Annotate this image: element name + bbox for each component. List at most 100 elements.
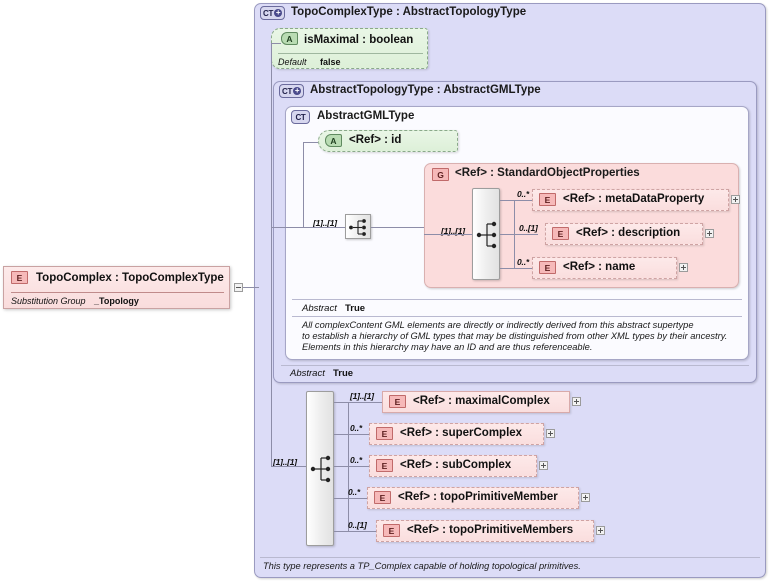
connector [303,142,304,228]
element-box-metadataproperty[interactable]: <Ref> : metaDataProperty [532,189,729,211]
abstracttopologytype-icon: CT + [279,84,304,98]
connector [334,402,382,403]
element-icon: E [376,459,393,472]
expand-button[interactable] [546,429,555,438]
plus-icon: + [293,86,302,95]
element-box-name[interactable]: <Ref> : name [532,257,677,279]
gmltype-documentation-line: to establish a hierarchy of GML types th… [302,331,728,341]
root-element-box-topocomplex[interactable]: TopoComplex : TopoComplexType Substituti… [3,266,230,309]
connector [424,234,472,235]
connector [303,142,318,143]
abstractgmltype-icon-label: CT [295,112,306,122]
gmltype-documentation-line: Elements in this hierarchy may have an I… [302,342,593,352]
root-substitution-group-value: _Topology [94,296,139,306]
connector [334,498,376,499]
complextype-expanded-icon: CT + [260,6,285,20]
attribute-default-key: Default [278,57,307,67]
element-box-topoprimitivemember[interactable]: <Ref> : topoPrimitiveMember [367,487,579,509]
element-icon: E [539,261,556,274]
expand-button[interactable] [679,263,688,272]
element-label: <Ref> : topoPrimitiveMembers [407,524,574,536]
connector [271,466,306,467]
connector [271,43,272,467]
connector [271,227,303,228]
element-icon: E [376,427,393,440]
element-label: <Ref> : metaDataProperty [563,193,705,205]
root-element-label: TopoComplex : TopoComplexType [36,272,224,284]
sequence-icon [349,219,366,236]
collapse-button[interactable] [234,283,243,292]
gmltype-documentation-line: All complexContent GML elements are dire… [302,320,694,330]
element-label: <Ref> : name [563,261,636,273]
connector [500,234,538,235]
element-box-supercomplex[interactable]: <Ref> : superComplex [369,423,544,445]
outer-footer-documentation: This type represents a TP_Complex capabl… [263,561,581,571]
group-icon-label: G [437,169,444,180]
element-icon: E [11,271,28,284]
member-cardinality: 0..* [517,257,529,267]
abstractgmltype-title: AbstractGMLType [317,110,415,122]
connector [371,227,424,228]
sequence-icon [310,455,331,483]
root-substitution-group-key: Substitution Group [11,296,86,306]
divider [292,316,742,317]
expand-button[interactable] [572,397,581,406]
element-icon-label: E [394,396,401,407]
element-icon-label: E [544,262,551,273]
element-icon-label: E [557,228,564,239]
topologytype-abstract-value: True [333,368,354,379]
element-icon: E [383,524,400,537]
sequence-compositor-group[interactable] [472,188,500,280]
group-title: <Ref> : StandardObjectProperties [455,167,640,179]
connector [334,466,378,467]
divider [292,299,742,300]
element-icon-label: E [379,492,386,503]
element-icon-label: E [381,428,388,439]
attribute-default-value: false [320,57,341,67]
sequence-icon [476,221,497,249]
element-box-maximalcomplex[interactable]: <Ref> : maximalComplex [382,391,570,413]
sequence-compositor-topomembers[interactable] [306,391,334,546]
expand-button[interactable] [731,195,740,204]
item-cardinality: 0..* [350,423,362,433]
element-box-description[interactable]: <Ref> : description [545,223,703,245]
element-label: <Ref> : description [576,227,681,239]
attribute-box-id[interactable]: <Ref> : id [318,130,458,152]
attribute-id-label: <Ref> : id [349,134,402,146]
expand-button[interactable] [705,229,714,238]
expand-button[interactable] [596,526,605,535]
element-box-topoprimitivemembers[interactable]: <Ref> : topoPrimitiveMembers [376,520,594,542]
attribute-label: isMaximal : boolean [304,34,414,46]
expand-button[interactable] [581,493,590,502]
gmltype-abstract-value: True [345,303,366,314]
element-icon-label: E [16,272,23,283]
element-icon: E [539,193,556,206]
attribute-icon: A [281,32,298,45]
abstractgmltype-icon: CT [291,110,310,124]
element-label: <Ref> : subComplex [400,459,512,471]
gmltype-abstract-key: Abstract [302,303,337,314]
group-sequence-cardinality: [1]..[1] [441,226,465,236]
attribute-separator [278,53,423,54]
connector [500,200,532,201]
element-icon: E [374,491,391,504]
element-box-subcomplex[interactable]: <Ref> : subComplex [369,455,537,477]
element-icon-label: E [544,194,551,205]
abstracttopologytype-title: AbstractTopologyType : AbstractGMLType [310,84,541,96]
gmltype-sequence-cardinality: [1]..[1] [313,218,337,228]
attribute-icon: A [325,134,342,147]
connector [271,43,281,44]
item-cardinality: 0..[1] [348,520,367,530]
group-icon: G [432,168,449,181]
topologytype-abstract-key: Abstract [290,368,325,379]
attribute-icon-label: A [286,33,293,44]
connector [243,287,259,288]
plus-icon: + [274,8,283,17]
expand-button[interactable] [539,461,548,470]
abstracttopologytype-icon-label: CT [282,86,293,96]
item-cardinality: 0..* [350,455,362,465]
sequence-compositor-gmltype[interactable] [345,214,371,239]
topomembers-sequence-cardinality: [1]..[1] [273,457,297,467]
connector [500,268,532,269]
